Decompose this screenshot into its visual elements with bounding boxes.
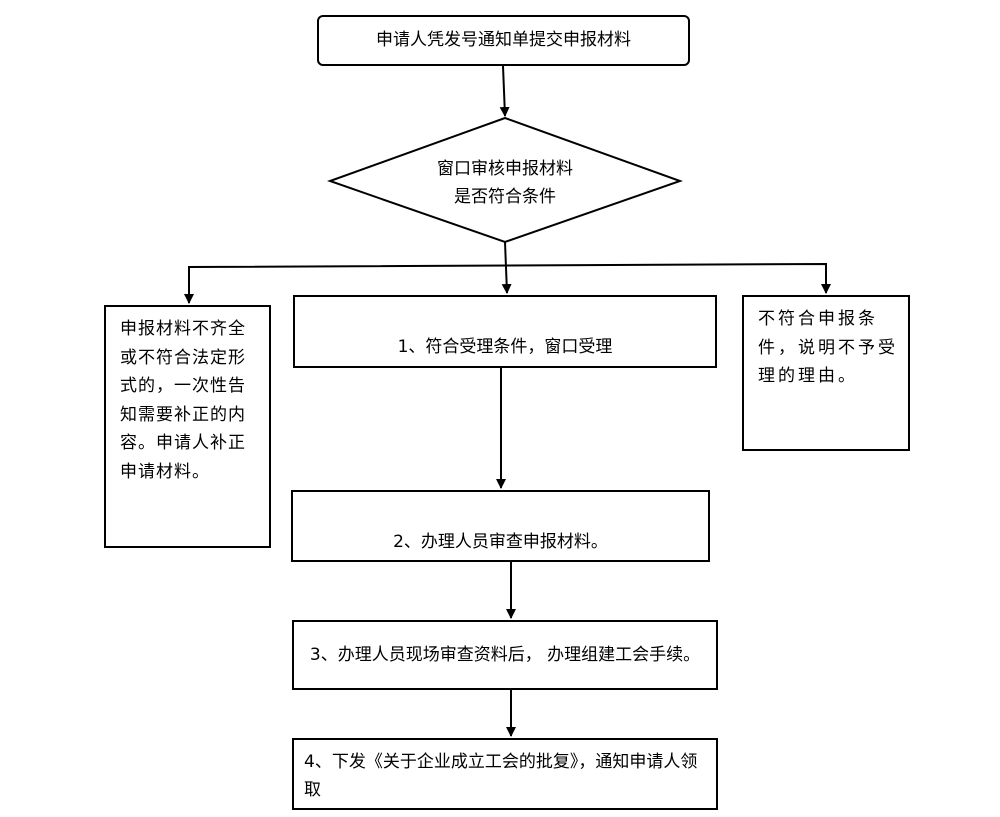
arrow-start-to-decision bbox=[499, 65, 510, 117]
arrow-decision-to-accept bbox=[501, 241, 512, 294]
issue-text: 4、下发《关于企业成立工会的批复》，通知申请人领取 bbox=[304, 752, 698, 801]
start-text: 申请人凭发号通知单提交申报材料 bbox=[376, 30, 631, 51]
start-box: 申请人凭发号通知单提交申报材料 bbox=[317, 15, 690, 66]
reject-box: 不符合申报条件，说明不予受理的理由。 bbox=[742, 295, 910, 451]
reject-text: 不符合申报条件，说明不予受理的理由。 bbox=[758, 309, 898, 387]
incomplete-text: 申报材料不齐全或不符合法定形式的，一次性告知需要补正的内容。申请人补正申请材料。 bbox=[120, 319, 246, 482]
review-text: 2、办理人员审查申报材料。 bbox=[393, 532, 608, 552]
decision-line-2: 是否符合条件 bbox=[454, 187, 556, 207]
issue-box: 4、下发《关于企业成立工会的批复》，通知申请人领取 bbox=[292, 738, 718, 810]
decision-text: 窗口审核申报材料 是否符合条件 bbox=[330, 148, 680, 218]
onsite-text: 3、办理人员现场审查资料后， 办理组建工会手续。 bbox=[309, 644, 701, 665]
accept-box: 1、符合受理条件，窗口受理 bbox=[293, 295, 717, 368]
decision-line-1: 窗口审核申报材料 bbox=[437, 158, 573, 179]
review-box: 2、办理人员审查申报材料。 bbox=[291, 490, 710, 562]
accept-text: 1、符合受理条件，窗口受理 bbox=[397, 337, 613, 357]
onsite-box: 3、办理人员现场审查资料后， 办理组建工会手续。 bbox=[292, 620, 718, 690]
incomplete-box: 申报材料不齐全或不符合法定形式的，一次性告知需要补正的内容。申请人补正申请材料。 bbox=[104, 305, 271, 548]
